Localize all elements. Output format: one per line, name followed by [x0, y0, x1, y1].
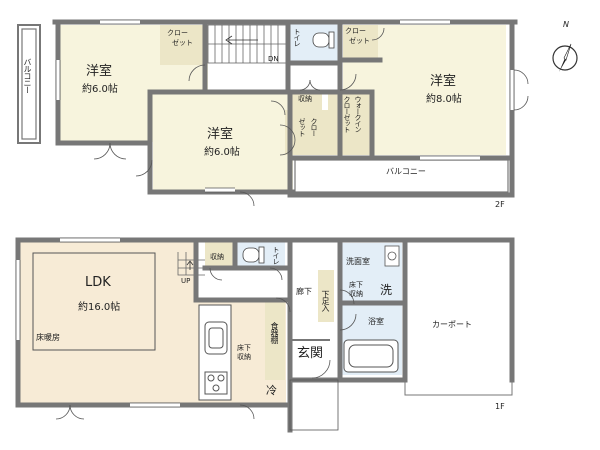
closet-center-line1: クロー: [310, 118, 318, 136]
carport-outline: [404, 380, 513, 396]
toilet-2f-label: トイレ: [293, 28, 301, 46]
closet-ne-floor: [343, 25, 378, 60]
room-center-floor: [153, 92, 293, 190]
underfloor-storage-kitchen-1: 床下: [237, 344, 251, 352]
balconies-2f: [17, 24, 509, 193]
pantry-floor: [265, 300, 285, 380]
toilet-fixture-2f: [312, 31, 335, 49]
underfloor-storage-wash-1: 床下: [349, 281, 363, 289]
ldk-name: LDK: [85, 275, 111, 290]
hallway-label: 廊下: [296, 287, 312, 296]
toilet-fixture-1f: [242, 246, 265, 264]
pantry-label: 食器棚: [270, 322, 279, 343]
room-center-size: 約6.0帖: [204, 147, 240, 158]
walk-in-closet-floor: [328, 92, 371, 155]
walk-in-closet-line1: ウォークイン: [354, 96, 362, 132]
floor1-label: 1F: [495, 402, 505, 411]
ldk-floor: [18, 240, 196, 403]
closet-nw-line2: ゼット: [172, 39, 193, 47]
carport-label: カーポート: [432, 320, 472, 329]
fridge-label: 冷: [266, 384, 277, 397]
washbasin: [384, 245, 400, 267]
bathroom-label: 浴室: [368, 317, 384, 326]
kitchen-counter: [198, 304, 232, 401]
shoebox-label: 下足入: [321, 290, 330, 311]
washroom-label: 洗面室: [346, 257, 370, 266]
balcony-south-label: バルコニー: [386, 167, 426, 176]
floor1-plan: [15, 237, 515, 433]
balcony-west-label: バルコニー: [23, 58, 32, 93]
closet-nw-line1: クロー: [167, 29, 188, 37]
room-nw-size: 約6.0帖: [82, 84, 118, 95]
storage-2f-label: 収納: [298, 95, 312, 103]
floor2-label: 2F: [495, 200, 505, 209]
closet-ne-line1: クロー: [345, 27, 366, 35]
closet-ne-line2: ゼット: [349, 37, 370, 45]
floor-heating-area: [32, 252, 156, 351]
closet-nw-floor: [160, 25, 205, 65]
walk-in-closet-line2: クローゼット: [343, 96, 351, 132]
room-east-size: 約8.0帖: [426, 94, 462, 105]
ldk-size: 約16.0帖: [78, 302, 121, 313]
washer-label: 洗: [380, 283, 393, 297]
openings-1f: [15, 237, 357, 431]
floor2-plan: [17, 19, 529, 207]
storage-1f-floor: [205, 240, 235, 268]
underfloor-storage-wash-2: 収納: [349, 290, 363, 298]
shoebox-floor: [318, 270, 334, 322]
floor-heating-label: 床暖房: [36, 333, 60, 342]
compass-north-label: N: [563, 20, 569, 29]
north-arrow-icon: [552, 43, 578, 72]
toilet-1f-label: トイレ: [272, 246, 280, 264]
room-center-name: 洋室: [207, 127, 234, 142]
entrance-label: 玄関: [297, 346, 324, 361]
openings-2f: [55, 19, 529, 207]
room-nw-name: 洋室: [86, 64, 113, 79]
stairs-dn-label: DN: [268, 55, 279, 63]
storage-1f-label: 収納: [210, 253, 224, 261]
underfloor-storage-kitchen-2: 収納: [237, 353, 251, 361]
room-east-name: 洋室: [430, 74, 457, 89]
bathtub: [343, 339, 399, 373]
storage-2f-floor: [292, 92, 322, 110]
closet-center-line2: ゼット: [298, 118, 306, 136]
stairs-up-label: UP: [181, 277, 191, 285]
